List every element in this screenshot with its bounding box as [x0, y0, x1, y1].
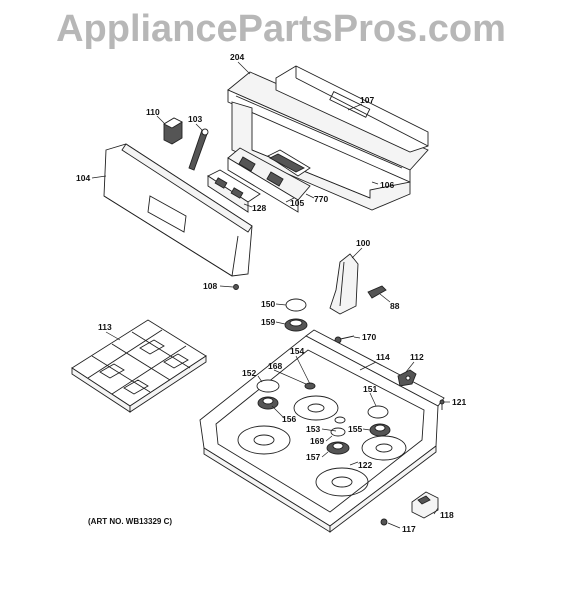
callout-151: 151: [363, 384, 377, 394]
callout-770: 770: [314, 194, 328, 204]
callout-104: 104: [76, 173, 90, 183]
part-113-grates[interactable]: [71, 319, 207, 413]
part-121-screw[interactable]: [439, 399, 445, 410]
part-112-clip[interactable]: [397, 369, 417, 387]
callout-128: 128: [252, 203, 266, 213]
callout-105: 105: [290, 198, 304, 208]
callout-150: 150: [261, 299, 275, 309]
part-155-burner-head[interactable]: [369, 423, 391, 437]
part-157-burner-head[interactable]: [326, 441, 350, 455]
callout-155: 155: [348, 424, 362, 434]
part-152-burner-cap[interactable]: [256, 379, 280, 393]
callout-106: 106: [380, 180, 394, 190]
art-number-label: (ART NO. WB13329 C): [88, 517, 172, 526]
part-117-screw[interactable]: [380, 518, 388, 526]
callout-117: 117: [402, 524, 416, 534]
part-103-harness[interactable]: [188, 128, 209, 171]
callout-108: 108: [203, 281, 217, 291]
part-168-electrode[interactable]: [304, 382, 316, 390]
callout-114: 114: [376, 352, 390, 362]
part-159-burner-head[interactable]: [284, 318, 308, 332]
callout-168: 168: [268, 361, 282, 371]
callout-204: 204: [230, 52, 244, 62]
part-104-control-panel[interactable]: [103, 143, 253, 277]
callout-122: 122: [358, 460, 372, 470]
callout-156: 156: [282, 414, 296, 424]
part-150-burner-cap[interactable]: [285, 298, 307, 312]
part-151-burner-cap[interactable]: [367, 405, 389, 419]
callout-103: 103: [188, 114, 202, 124]
part-118-bracket[interactable]: [411, 491, 439, 519]
callout-170: 170: [362, 332, 376, 342]
callout-121: 121: [452, 397, 466, 407]
part-110-switch[interactable]: [163, 117, 183, 145]
part-88-bracket[interactable]: [367, 285, 387, 299]
part-114-cooktop[interactable]: [199, 329, 445, 533]
callout-88: 88: [390, 301, 400, 311]
part-204-backsplash-rail[interactable]: [227, 71, 429, 183]
callout-100: 100: [356, 238, 370, 248]
part-169-burner-cap[interactable]: [330, 427, 346, 437]
callout-118: 118: [440, 510, 454, 520]
part-152-burner-head[interactable]: [257, 396, 279, 410]
part-108-screw[interactable]: [233, 284, 239, 290]
callout-152: 152: [242, 368, 256, 378]
callout-110: 110: [146, 107, 160, 117]
part-770-control-board[interactable]: [227, 147, 311, 213]
callout-157: 157: [306, 452, 320, 462]
part-170-screw[interactable]: [334, 335, 355, 344]
callout-107: 107: [360, 95, 374, 105]
callout-113: 113: [98, 322, 112, 332]
callout-159: 159: [261, 317, 275, 327]
part-107-trim-cover[interactable]: [275, 65, 429, 153]
watermark-text: AppliancePartsPros.com: [56, 8, 506, 50]
callout-112: 112: [410, 352, 424, 362]
callout-labels: 204 107 110 103 104 106 770 105 128 100 …: [76, 52, 466, 534]
part-105-overlay[interactable]: [267, 149, 311, 177]
callout-154: 154: [290, 346, 304, 356]
part-100-side-trim[interactable]: [329, 253, 359, 315]
part-128-keypad[interactable]: [207, 169, 261, 213]
callout-153: 153: [306, 424, 320, 434]
leader-lines: [91, 61, 450, 529]
callout-169: 169: [310, 436, 324, 446]
